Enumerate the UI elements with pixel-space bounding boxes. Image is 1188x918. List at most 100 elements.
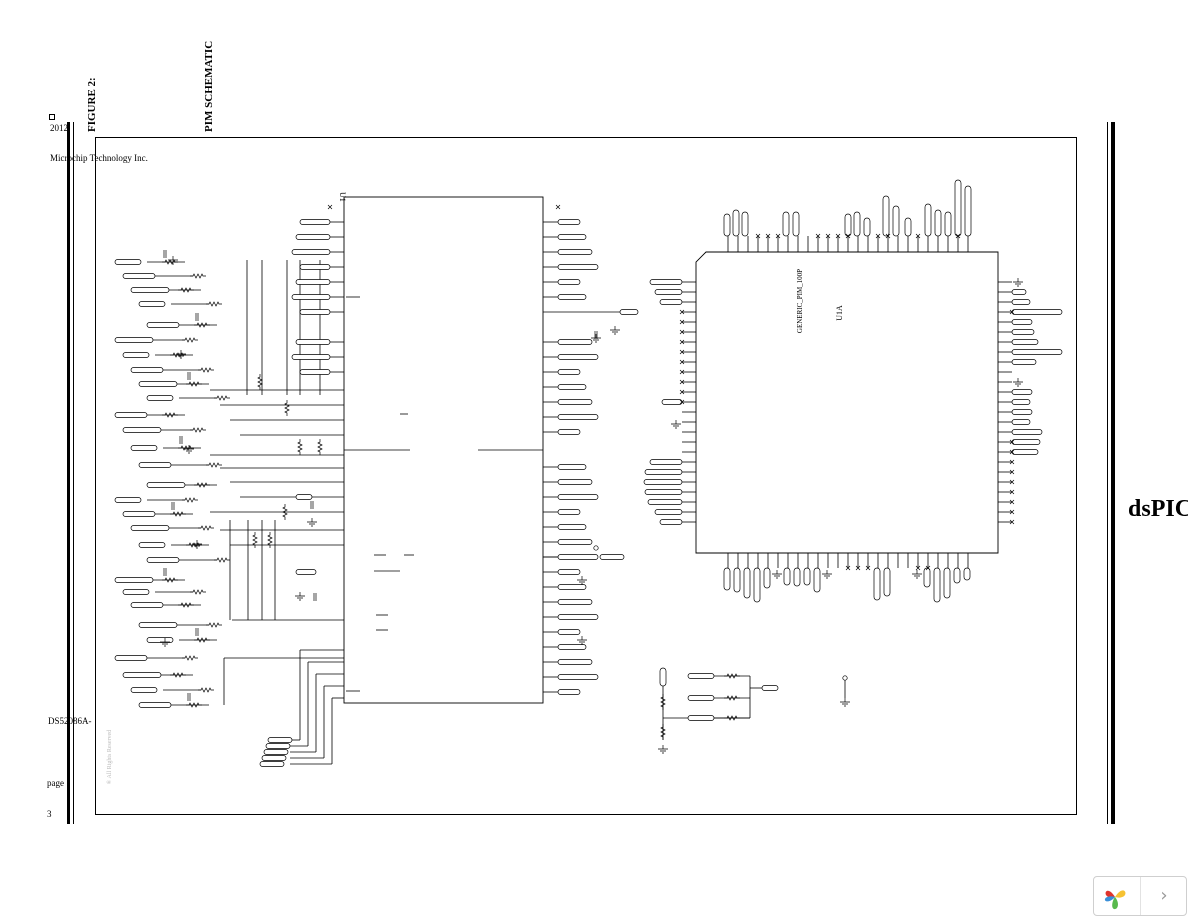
net-port bbox=[557, 219, 581, 225]
net-port bbox=[295, 494, 313, 500]
capacitor bbox=[313, 593, 317, 601]
net-port bbox=[557, 659, 593, 665]
ground-symbol bbox=[176, 350, 186, 359]
net-port bbox=[687, 695, 715, 701]
ground-symbol bbox=[168, 256, 178, 265]
capacitor bbox=[187, 372, 191, 380]
net-port-vertical bbox=[953, 567, 961, 584]
capacitor bbox=[163, 568, 167, 576]
net-port bbox=[557, 354, 599, 360]
resistor bbox=[282, 504, 288, 520]
net-port-vertical bbox=[723, 567, 731, 591]
no-connect-mark bbox=[679, 319, 685, 325]
net-port bbox=[1011, 449, 1039, 455]
no-connect-mark bbox=[1009, 469, 1015, 475]
net-port bbox=[557, 414, 599, 420]
resistor bbox=[178, 287, 194, 293]
net-port bbox=[659, 299, 683, 305]
net-port bbox=[114, 577, 154, 583]
no-connect-mark bbox=[679, 369, 685, 375]
ground-symbol bbox=[307, 518, 317, 527]
net-port bbox=[138, 622, 178, 628]
ground-symbol bbox=[577, 636, 587, 645]
ground-symbol bbox=[772, 570, 782, 579]
net-port-vertical bbox=[732, 209, 740, 237]
net-port bbox=[557, 399, 593, 405]
net-port bbox=[644, 489, 683, 495]
no-connect-mark bbox=[1009, 499, 1015, 505]
no-connect-mark bbox=[679, 309, 685, 315]
net-port bbox=[122, 511, 156, 517]
net-port bbox=[647, 499, 683, 505]
nav-separator bbox=[1140, 877, 1141, 915]
part-number-label: GENERIC_PIM_100P bbox=[796, 269, 804, 333]
net-port bbox=[557, 554, 599, 560]
left-rule-thick bbox=[67, 122, 70, 824]
resistor bbox=[170, 511, 186, 517]
next-page-button[interactable]: › bbox=[1160, 885, 1168, 906]
net-port-vertical bbox=[923, 567, 931, 588]
net-port bbox=[557, 644, 587, 650]
net-port bbox=[122, 672, 162, 678]
pinwheel-logo-icon[interactable] bbox=[1100, 883, 1130, 911]
net-port bbox=[1011, 399, 1031, 405]
net-port bbox=[114, 412, 148, 418]
net-port bbox=[1011, 289, 1027, 295]
copyright-note: ® All Rights Reserved bbox=[106, 730, 113, 784]
resistor bbox=[194, 322, 210, 328]
net-port bbox=[291, 294, 331, 300]
net-port bbox=[299, 309, 331, 315]
no-connect-mark bbox=[679, 389, 685, 395]
net-port bbox=[259, 761, 285, 767]
resistor bbox=[170, 672, 186, 678]
net-port bbox=[114, 337, 154, 343]
no-connect-mark bbox=[835, 233, 841, 239]
net-port bbox=[146, 557, 180, 563]
net-port bbox=[557, 429, 581, 435]
no-connect-mark bbox=[885, 233, 891, 239]
net-port bbox=[557, 614, 599, 620]
company-name: Microchip Technology Inc. bbox=[50, 153, 148, 163]
net-port bbox=[1011, 349, 1063, 355]
net-port bbox=[557, 294, 587, 300]
net-port bbox=[557, 509, 581, 515]
ground-symbol bbox=[577, 576, 587, 585]
resistor bbox=[206, 622, 222, 628]
resistor bbox=[198, 367, 214, 373]
ground-symbol bbox=[1013, 278, 1023, 287]
net-port bbox=[1011, 439, 1041, 445]
net-port bbox=[557, 569, 581, 575]
net-port bbox=[295, 279, 331, 285]
ground-symbol bbox=[184, 445, 194, 454]
net-port bbox=[130, 525, 170, 531]
net-port-vertical bbox=[741, 211, 749, 237]
net-port-vertical bbox=[863, 217, 871, 237]
net-port bbox=[557, 524, 587, 530]
net-port bbox=[557, 479, 593, 485]
no-connect-mark bbox=[1009, 509, 1015, 515]
no-connect-mark bbox=[1009, 449, 1015, 455]
net-port bbox=[138, 301, 166, 307]
no-connect-mark bbox=[679, 359, 685, 365]
net-port bbox=[299, 369, 331, 375]
test-point bbox=[593, 545, 599, 551]
no-connect-mark bbox=[825, 233, 831, 239]
resistor bbox=[198, 687, 214, 693]
resistor bbox=[194, 482, 210, 488]
no-connect-mark bbox=[875, 233, 881, 239]
net-port bbox=[295, 234, 331, 240]
resistor bbox=[214, 557, 230, 563]
net-port-vertical bbox=[733, 567, 741, 593]
net-port bbox=[114, 259, 142, 265]
net-port bbox=[557, 674, 599, 680]
capacitor bbox=[195, 313, 199, 321]
net-port bbox=[1011, 309, 1063, 315]
net-port bbox=[557, 629, 581, 635]
net-port bbox=[138, 462, 172, 468]
ground-symbol bbox=[295, 592, 305, 601]
ground-symbol bbox=[658, 745, 668, 754]
net-port bbox=[122, 352, 150, 358]
net-port bbox=[1011, 429, 1043, 435]
net-port bbox=[114, 655, 148, 661]
net-port bbox=[557, 369, 581, 375]
